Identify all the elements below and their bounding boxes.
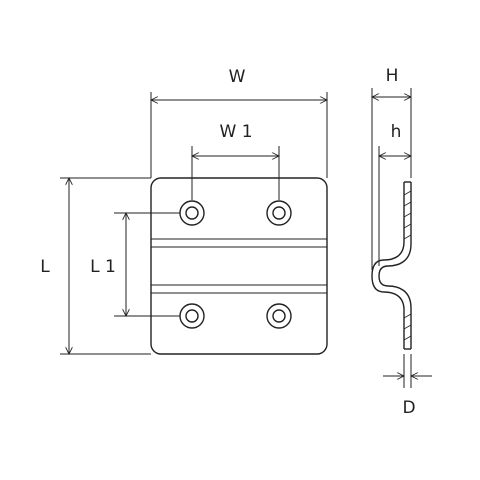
label-h-upper: H <box>386 66 399 86</box>
hole-bottom-left <box>179 303 205 329</box>
dimension-l <box>60 178 151 354</box>
hole-bottom-right <box>266 303 292 329</box>
plate-side-view <box>371 181 412 350</box>
label-w: W <box>229 67 246 87</box>
dimension-h-lower <box>379 146 411 266</box>
hole-top-right <box>266 200 292 226</box>
dimension-w <box>151 92 327 178</box>
profile-inner <box>378 182 412 349</box>
dimension-h-upper <box>372 88 411 270</box>
label-d: D <box>402 398 415 418</box>
profile-outer <box>371 182 405 349</box>
label-w1: W 1 <box>219 122 252 142</box>
plate-outline <box>150 177 328 355</box>
hole-top-left <box>179 200 205 226</box>
profile-hatching <box>403 190 412 341</box>
label-l: L <box>40 257 50 277</box>
dimension-l1 <box>114 213 180 316</box>
plate-front-view <box>150 177 328 355</box>
dimension-d <box>383 354 432 388</box>
dimension-w1 <box>192 146 279 200</box>
label-l1: L 1 <box>90 257 116 277</box>
label-h-lower: h <box>391 122 402 142</box>
